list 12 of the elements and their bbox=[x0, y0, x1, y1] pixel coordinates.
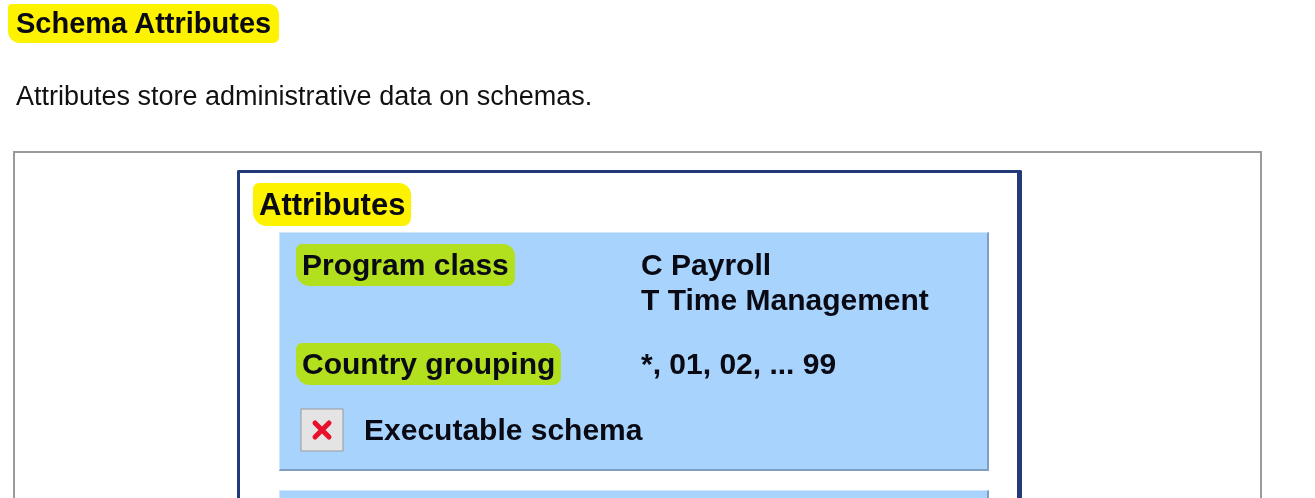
panel-heading: Attributes bbox=[253, 183, 412, 226]
attributes-group-panel bbox=[279, 232, 989, 471]
field-label: Program class bbox=[296, 244, 515, 286]
field-label: Country grouping bbox=[296, 343, 562, 385]
page-title: Schema Attributes bbox=[8, 4, 280, 43]
description-text: Attributes store administrative data on schemas. bbox=[16, 80, 593, 112]
group-panel bbox=[279, 490, 989, 498]
field-value: T Time Management bbox=[641, 283, 929, 317]
checkbox-label: Executable schema bbox=[364, 413, 643, 447]
attributes-window bbox=[237, 170, 1022, 498]
field-value: *, 01, 02, ... 99 bbox=[641, 347, 837, 381]
field-value: C Payroll bbox=[641, 248, 772, 282]
